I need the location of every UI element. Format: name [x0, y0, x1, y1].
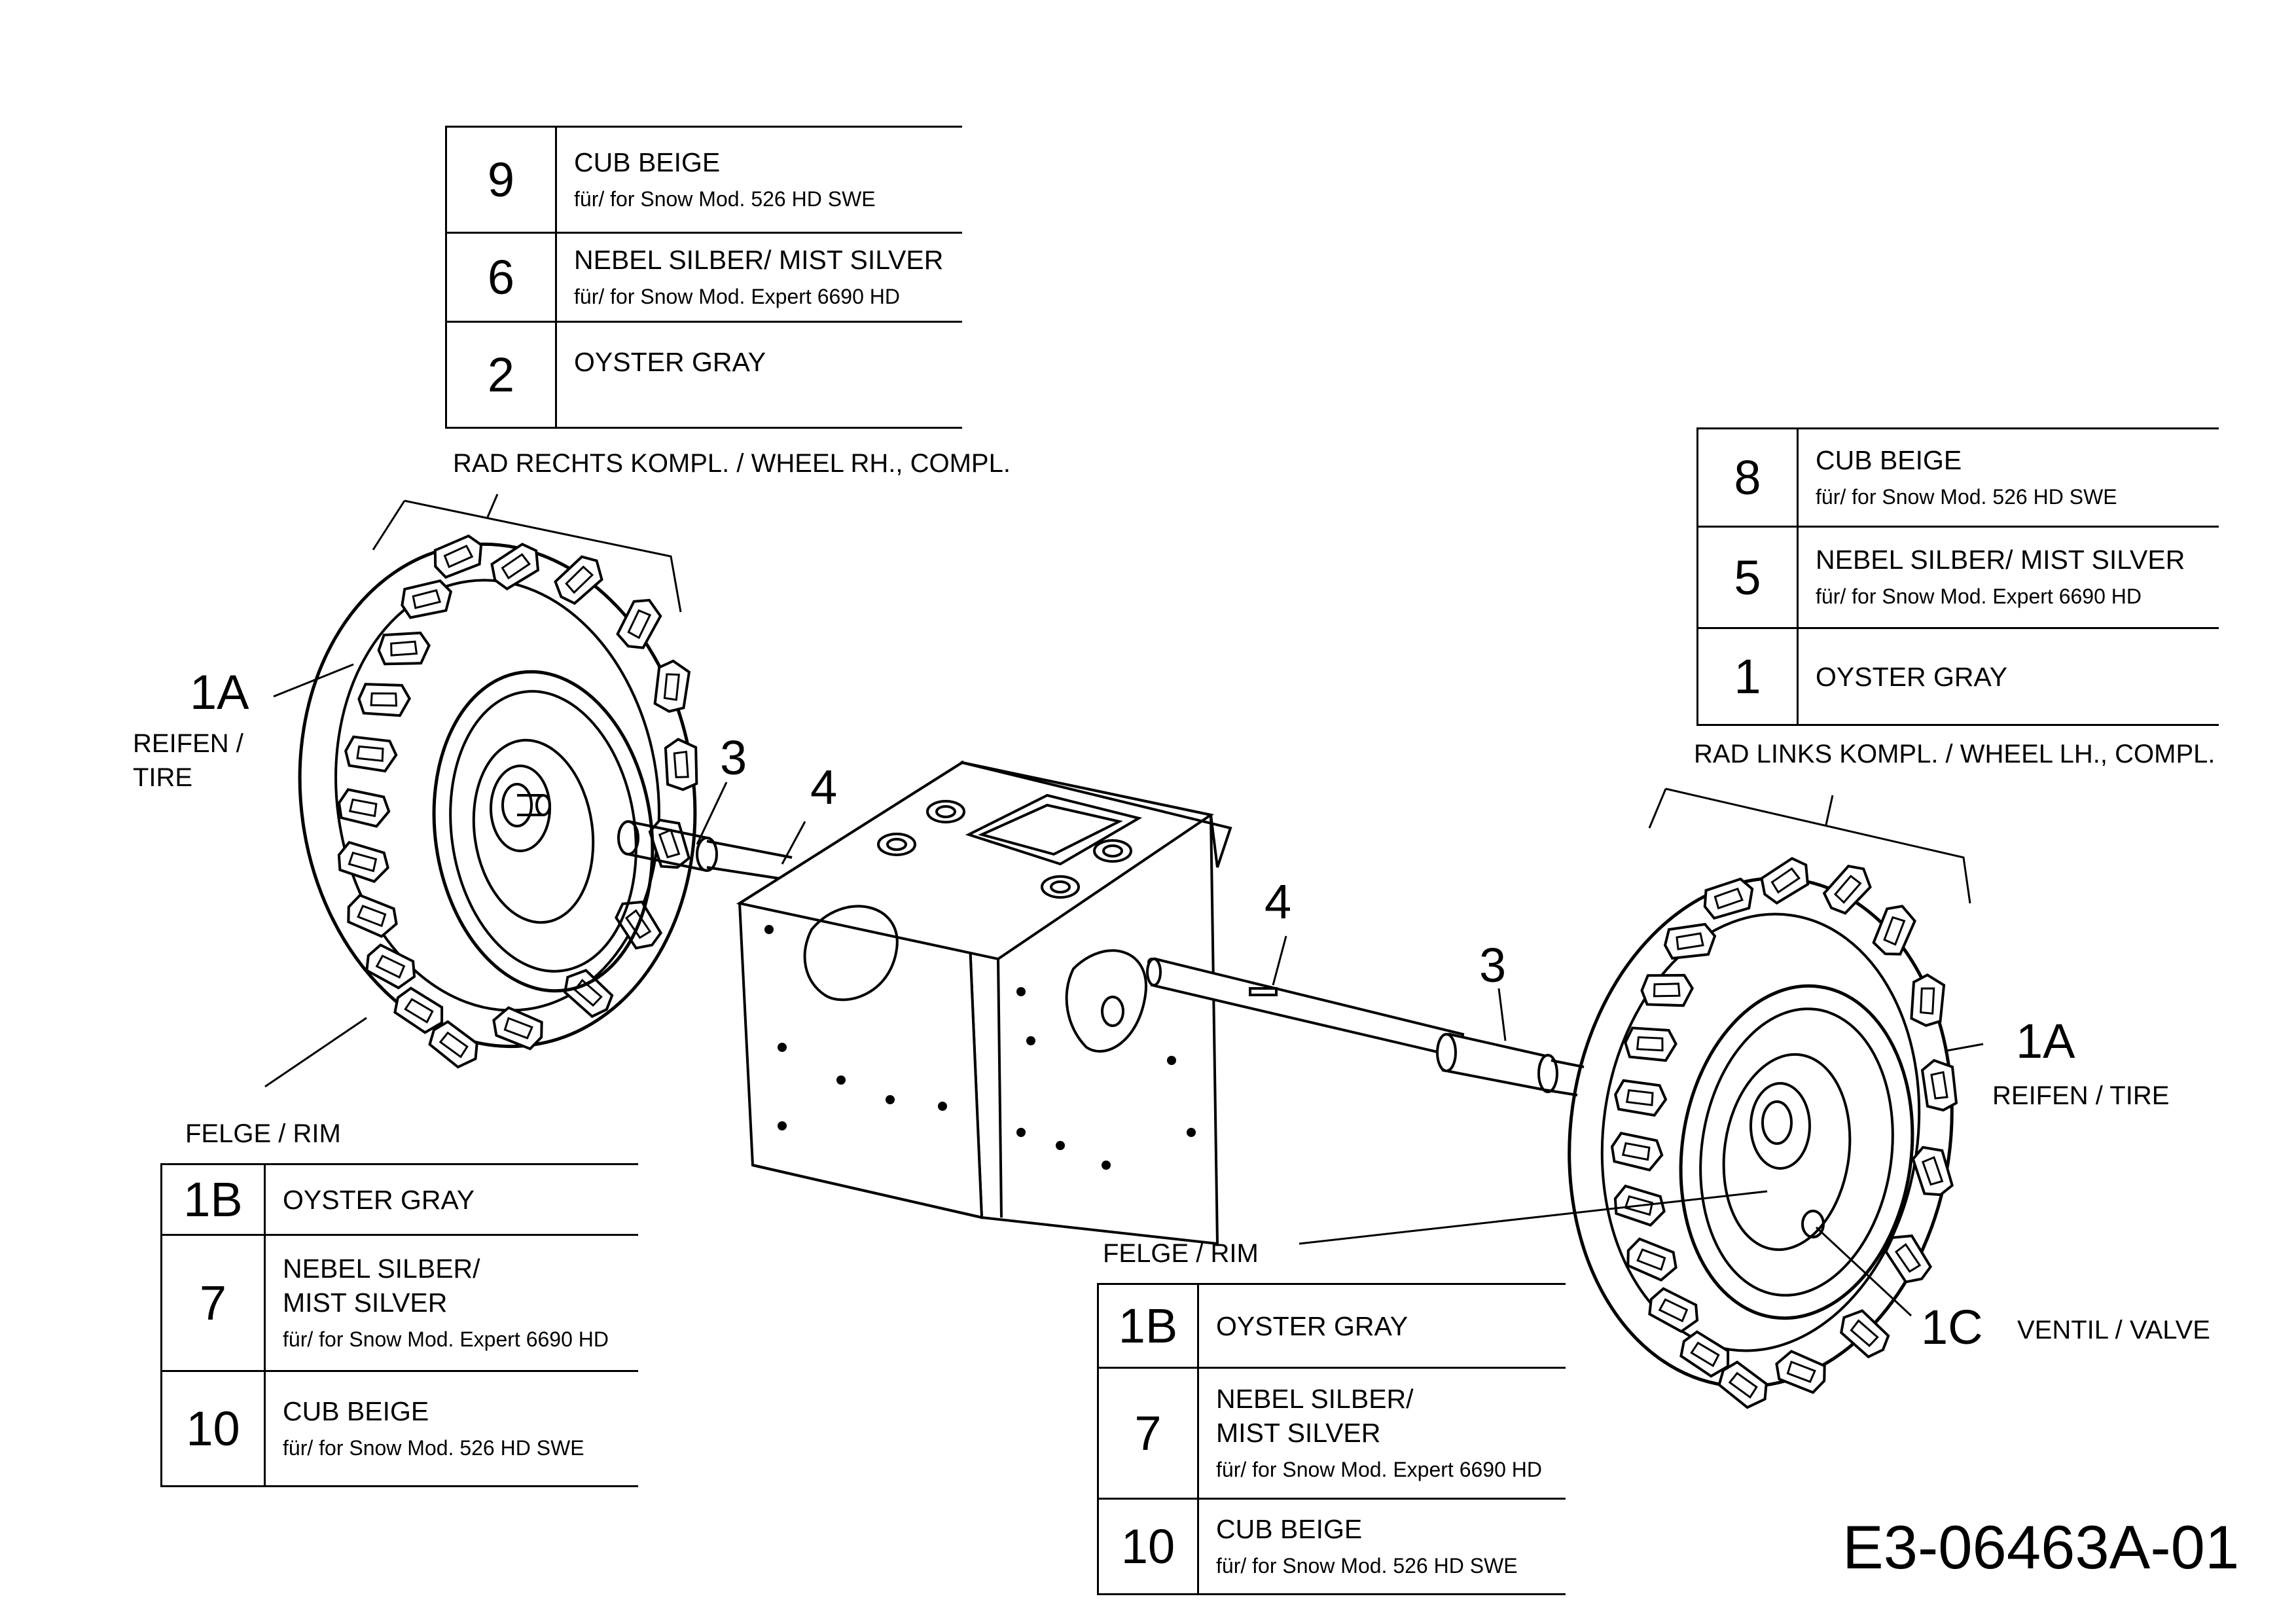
brace-wheel-right	[372, 494, 682, 613]
model-note: für/ for Snow Mod. Expert 6690 HD	[1216, 1457, 1542, 1481]
table-row: 7 NEBEL SILBER/ MIST SILVER für/ for Snow…	[160, 1234, 638, 1372]
spacer-left-drawing	[617, 820, 793, 882]
leader-axle-right	[1272, 935, 1287, 986]
leader-rim-right	[1299, 1190, 1768, 1245]
part-number: 10	[160, 1370, 266, 1487]
leader-rim-left	[264, 1017, 367, 1088]
part-number: 1B	[160, 1163, 266, 1236]
leader-tire-right	[1946, 1043, 1984, 1052]
part-number: 9	[445, 126, 557, 234]
model-note: für/ for Snow Mod. 526 HD SWE	[283, 1435, 584, 1460]
model-note: für/ for Snow Mod. 526 HD SWE	[1216, 1553, 1518, 1578]
spacer-right-ref: 3	[1479, 938, 1507, 992]
color-name: CUB BEIGE	[1816, 444, 1962, 475]
wheel-rh-title: RAD RECHTS KOMPL. / WHEEL RH., COMPL.	[453, 449, 1011, 478]
tire-right-ref: 1A	[2016, 1014, 2075, 1068]
color-name: NEBEL SILBER/ MIST SILVER	[1816, 545, 2185, 575]
tire-left-ref: 1A	[190, 665, 249, 719]
model-note: für/ for Snow Mod. Expert 6690 HD	[1816, 585, 2142, 608]
table-row: 7 NEBEL SILBER/ MIST SILVER für/ for Snow…	[1097, 1367, 1566, 1500]
color-name: OYSTER GRAY	[1216, 1310, 1408, 1341]
leader-tire-left	[273, 663, 354, 698]
wheel-rh-variants-table: 9 CUB BEIGE für/ for Snow Mod. 526 HD SWE…	[445, 126, 962, 429]
part-number: 1B	[1097, 1283, 1199, 1369]
valve-ref: 1C	[1921, 1300, 1983, 1354]
leader-spacer-right	[1498, 988, 1507, 1041]
part-number: 1	[1696, 627, 1799, 726]
part-number: 7	[160, 1234, 266, 1372]
valve-label: VENTIL / VALVE	[2017, 1316, 2210, 1344]
axle-left-ref: 4	[810, 760, 838, 814]
color-name: NEBEL SILBER/ MIST SILVER	[1216, 1383, 1414, 1448]
rim-right-variants-table: 1B OYSTER GRAY 7 NEBEL SILBER/ MIST SILV…	[1097, 1283, 1566, 1595]
part-number: 2	[445, 321, 557, 429]
part-number: 8	[1696, 427, 1799, 528]
rim-left-variants-table: 1B OYSTER GRAY 7 NEBEL SILBER/ MIST SILV…	[160, 1163, 638, 1487]
model-note: für/ for Snow Mod. Expert 6690 HD	[574, 284, 900, 308]
tire-right-tread	[1606, 853, 1958, 1415]
color-name: CUB BEIGE	[1216, 1513, 1363, 1544]
part-number: 6	[445, 232, 557, 323]
table-row: 2 OYSTER GRAY	[445, 321, 962, 429]
table-row: 1 OYSTER GRAY	[1696, 627, 2219, 726]
color-name: NEBEL SILBER/ MIST SILVER	[574, 244, 944, 275]
table-row: 5 NEBEL SILBER/ MIST SILVER für/ for Snow…	[1696, 526, 2219, 629]
wheel-left-hand-drawing	[1299, 787, 1984, 1415]
brace-wheel-left	[1648, 787, 1971, 904]
wheel-lh-variants-table: 8 CUB BEIGE für/ for Snow Mod. 526 HD SWE…	[1696, 427, 2219, 726]
table-row: 8 CUB BEIGE für/ for Snow Mod. 526 HD SWE	[1696, 427, 2219, 528]
color-name: OYSTER GRAY	[574, 347, 766, 377]
tire-right-label: REIFEN / TIRE	[1992, 1081, 2170, 1110]
wheel-right-hand-drawing	[264, 494, 806, 1088]
table-row: 10 CUB BEIGE für/ for Snow Mod. 526 HD SW…	[1097, 1498, 1566, 1595]
axle-right-ref: 4	[1265, 875, 1292, 929]
rim-right-drawing	[1679, 984, 1914, 1320]
part-number: 5	[1696, 526, 1799, 629]
frame-housing-drawing	[736, 760, 1232, 1246]
color-name: CUB BEIGE	[283, 1396, 429, 1426]
table-row: 10 CUB BEIGE für/ for Snow Mod. 526 HD SW…	[160, 1370, 638, 1487]
color-name: OYSTER GRAY	[1816, 661, 2008, 692]
rim-left-drawing	[432, 670, 655, 993]
model-note: für/ for Snow Mod. 526 HD SWE	[1816, 484, 2117, 509]
table-row: 1B OYSTER GRAY	[160, 1163, 638, 1236]
model-note: für/ for Snow Mod. Expert 6690 HD	[283, 1327, 609, 1351]
part-number: 7	[1097, 1367, 1199, 1500]
table-row: 1B OYSTER GRAY	[1097, 1283, 1566, 1369]
rim-right-title: FELGE / RIM	[1103, 1239, 1259, 1268]
wheel-lh-title: RAD LINKS KOMPL. / WHEEL LH., COMPL.	[1694, 740, 2215, 768]
tire-left-label: REIFEN / TIRE	[133, 729, 243, 792]
spacer-left-ref: 3	[720, 731, 747, 785]
table-row: 9 CUB BEIGE für/ for Snow Mod. 526 HD SWE	[445, 126, 962, 234]
axle-drawing	[1146, 935, 1585, 1096]
leader-axle-left	[781, 821, 806, 865]
leader-spacer-left	[696, 782, 728, 845]
document-number: E3-06463A-01	[1842, 1513, 2240, 1581]
color-name: NEBEL SILBER/ MIST SILVER	[283, 1253, 480, 1318]
tire-right-outline	[1568, 876, 1954, 1388]
table-row: 6 NEBEL SILBER/ MIST SILVER für/ for Snow…	[445, 232, 962, 323]
model-note: für/ for Snow Mod. 526 HD SWE	[574, 187, 876, 211]
color-name: OYSTER GRAY	[283, 1184, 475, 1215]
rim-left-title: FELGE / RIM	[185, 1119, 341, 1148]
leader-valve	[1815, 1226, 1912, 1317]
color-name: CUB BEIGE	[574, 147, 721, 177]
part-number: 10	[1097, 1498, 1199, 1595]
